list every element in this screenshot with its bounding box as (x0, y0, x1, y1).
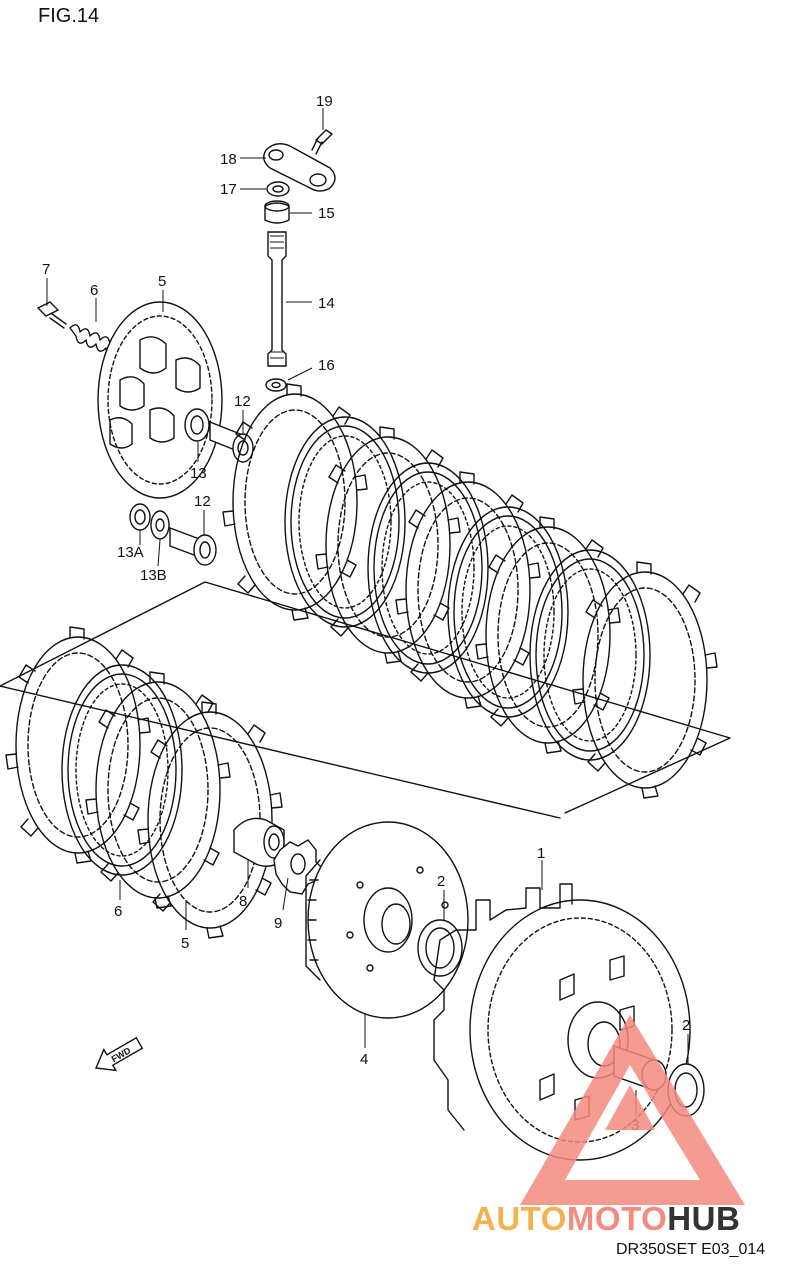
callout-12-upper: 12 (234, 393, 251, 410)
forward-direction-arrow: FWD (94, 1036, 144, 1072)
callout-labels: 19 18 17 15 14 16 7 6 5 12 13 12 13A 13B… (42, 93, 690, 1134)
callout-6: 6 (114, 903, 122, 920)
pressure-plate-assembly (36, 301, 254, 499)
thrust-washer-upper (417, 919, 463, 977)
callout-1: 1 (537, 845, 545, 862)
callout-7: 5 (158, 273, 166, 290)
callout-16: 16 (318, 357, 335, 374)
callout-9: 7 (42, 261, 50, 278)
release-arm-assembly (263, 129, 336, 392)
brand-auto: AUTO (472, 1200, 567, 1237)
callout-2-lower: 2 (682, 1017, 690, 1034)
callout-12-lower: 12 (194, 493, 211, 510)
brand-moto: MOTO (567, 1200, 667, 1237)
figure-title: FIG.14 (38, 5, 99, 27)
callout-5: 5 (181, 935, 189, 952)
callout-2-upper: 2 (437, 873, 445, 890)
callout-10: 8 (239, 893, 247, 910)
brand-hub: HUB (667, 1200, 740, 1237)
diagram-code: DR350SET E03_014 (616, 1241, 765, 1258)
callout-13A: 13A (117, 544, 144, 561)
clutch-housing (433, 883, 691, 1161)
plate-stack-upper (222, 383, 718, 799)
automotohub-watermark: AUTOMOTOHUB (472, 1015, 745, 1237)
callout-11: 9 (274, 915, 282, 932)
callout-8: 6 (90, 282, 98, 299)
callout-13B: 13B (140, 567, 167, 584)
push-piece-assembly (129, 503, 217, 566)
callout-14: 14 (318, 295, 335, 312)
callout-15: 15 (318, 205, 335, 222)
svg-text:AUTOMOTOHUB: AUTOMOTOHUB (472, 1200, 740, 1237)
callout-18: 18 (220, 151, 237, 168)
callout-4: 4 (360, 1051, 368, 1068)
plate-stack-lower (5, 626, 283, 939)
callout-19: 19 (316, 93, 333, 110)
callout-13: 13 (190, 465, 207, 482)
plate-stack-outline (0, 581, 731, 819)
callout-17: 17 (220, 181, 237, 198)
